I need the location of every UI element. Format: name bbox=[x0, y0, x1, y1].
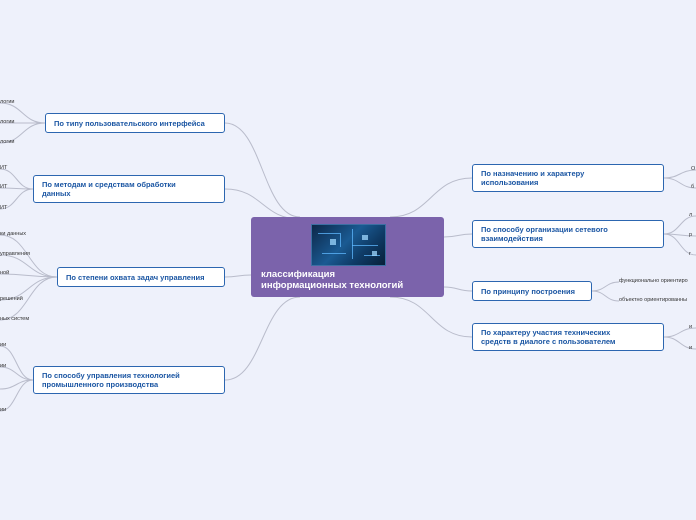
branch-label: По характеру участия технических средств… bbox=[481, 328, 616, 346]
leaf-topic[interactable]: и bbox=[689, 345, 693, 351]
branch-construction-principle[interactable]: По принципу построения bbox=[472, 281, 592, 301]
leaf-topic[interactable]: и bbox=[689, 324, 693, 330]
leaf-topic[interactable]: ии bbox=[0, 407, 7, 413]
branch-production-control[interactable]: По способу управления технологией промыш… bbox=[33, 366, 225, 394]
connector-line bbox=[663, 177, 696, 189]
leaf-topic[interactable]: ных систем bbox=[0, 316, 30, 322]
connector-line bbox=[591, 281, 620, 292]
leaf-topic[interactable]: ии bbox=[0, 363, 7, 369]
branch-label: По степени охвата задач управления bbox=[66, 272, 205, 282]
connector-line bbox=[443, 286, 473, 292]
connector-line bbox=[0, 168, 34, 190]
connector-line bbox=[389, 177, 473, 218]
connector-line bbox=[224, 274, 252, 278]
connector-line bbox=[0, 276, 58, 321]
circuit-board-image bbox=[311, 224, 386, 266]
connector-line bbox=[224, 122, 301, 218]
leaf-topic[interactable]: решений bbox=[0, 296, 23, 302]
leaf-topic[interactable]: управления bbox=[0, 251, 30, 257]
branch-label: По назначению и характеру использования bbox=[481, 169, 585, 187]
leaf-topic[interactable]: ИТ bbox=[0, 184, 8, 190]
leaf-topic[interactable]: ИТ bbox=[0, 165, 8, 171]
branch-ui-type[interactable]: По типу пользовательского интерфейса bbox=[45, 113, 225, 133]
branch-label: По способу управления технологией промыш… bbox=[42, 371, 180, 389]
leaf-topic[interactable]: ии bbox=[0, 342, 7, 348]
leaf-topic[interactable]: ной bbox=[0, 270, 10, 276]
leaf-topic[interactable]: ИТ bbox=[0, 205, 8, 211]
leaf-topic[interactable]: ки данных bbox=[0, 231, 27, 237]
connector-line bbox=[663, 215, 696, 235]
connector-line bbox=[663, 336, 696, 350]
connector-line bbox=[224, 188, 301, 220]
leaf-topic[interactable]: логии bbox=[0, 119, 15, 125]
leaf-topic[interactable]: логии bbox=[0, 139, 15, 145]
branch-dialog-participation[interactable]: По характеру участия технических средств… bbox=[472, 323, 664, 351]
leaf-topic[interactable]: объектно ориентированны bbox=[619, 297, 688, 303]
branch-purpose[interactable]: По назначению и характеру использования bbox=[472, 164, 664, 192]
leaf-topic[interactable]: г bbox=[689, 251, 692, 257]
branch-label: По принципу построения bbox=[481, 286, 576, 296]
leaf-topic[interactable]: р bbox=[689, 232, 693, 238]
connector-line bbox=[0, 345, 34, 381]
branch-coverage-degree[interactable]: По степени охвата задач управления bbox=[57, 267, 225, 287]
connector-line bbox=[0, 102, 46, 124]
connector-line bbox=[0, 273, 58, 278]
branch-label: По типу пользовательского интерфейса bbox=[54, 118, 205, 128]
connector-line bbox=[0, 122, 46, 144]
branch-label: По способу организации сетевого взаимоде… bbox=[481, 225, 608, 243]
connector-line bbox=[443, 233, 473, 238]
connector-line bbox=[0, 188, 34, 210]
branch-label: По методам и средствам обработки данных bbox=[42, 180, 176, 198]
leaf-topic[interactable]: л bbox=[689, 212, 693, 218]
central-topic[interactable]: классификация информационных технологий bbox=[251, 217, 444, 297]
branch-processing-methods[interactable]: По методам и средствам обработки данных bbox=[33, 175, 225, 203]
leaf-topic[interactable]: О bbox=[691, 166, 696, 172]
connector-line bbox=[591, 290, 620, 302]
connector-line bbox=[0, 254, 58, 278]
central-topic-title: классификация информационных технологий bbox=[261, 269, 404, 291]
connector-line bbox=[0, 366, 34, 381]
connector-line bbox=[663, 233, 696, 256]
connector-line bbox=[0, 234, 58, 278]
leaf-topic[interactable]: функционально ориентиро bbox=[619, 278, 688, 284]
connector-line bbox=[389, 296, 473, 338]
leaf-topic[interactable]: б bbox=[691, 184, 695, 190]
connector-line bbox=[224, 296, 301, 381]
leaf-topic[interactable]: логии bbox=[0, 99, 15, 105]
connector-line bbox=[0, 379, 34, 412]
branch-network-organization[interactable]: По способу организации сетевого взаимоде… bbox=[472, 220, 664, 248]
